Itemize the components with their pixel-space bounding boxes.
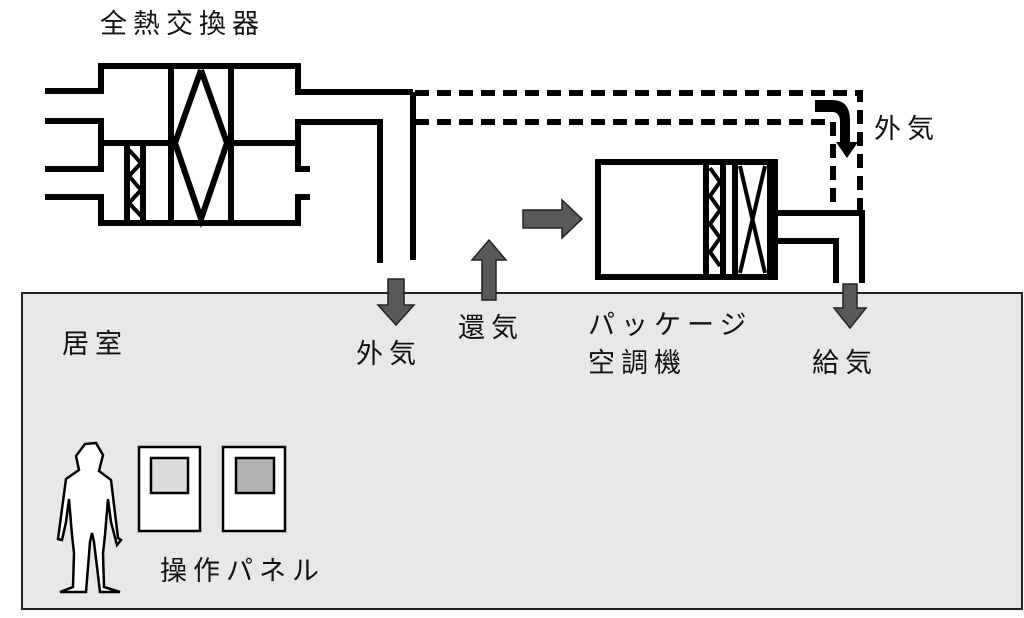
heat-exchanger: [45, 63, 416, 263]
outdoor-air-duct: [415, 90, 863, 213]
control-panel-right: [221, 445, 287, 533]
return-air-arrow: [470, 238, 508, 301]
heat-exchanger-title: 全熱交換器: [100, 9, 265, 40]
return-air-label: 還気: [458, 313, 524, 344]
package-ac-label-line2: 空調機: [588, 348, 687, 379]
package-ac-label-line1: パッケージ: [588, 310, 753, 341]
supply-air-label: 給気: [812, 348, 878, 379]
outdoor-air-intake-label: 外気: [874, 114, 940, 145]
package-ac-unit: [595, 159, 865, 283]
room-label: 居室: [62, 329, 128, 360]
supply-air-arrow: [832, 283, 868, 330]
intake-arrow: [522, 198, 584, 240]
control-panel-left: [137, 445, 202, 533]
control-panel-label: 操作パネル: [160, 556, 325, 587]
exhaust-air-label: 外気: [356, 339, 422, 370]
outdoor-air-intake-arrow: [815, 100, 858, 158]
exhaust-air-arrow: [376, 278, 416, 327]
person-icon: [56, 441, 123, 594]
